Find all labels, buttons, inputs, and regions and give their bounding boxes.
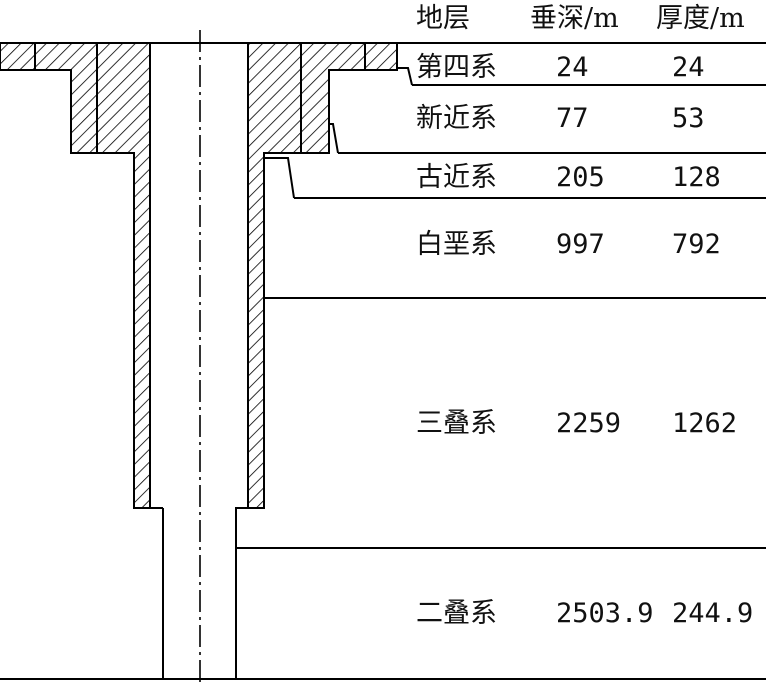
stratum-name: 第四系 [416, 52, 497, 83]
stratum-name: 二叠系 [416, 598, 497, 629]
stratum-row: 古近系 205 128 [416, 162, 721, 193]
stratum-row: 第四系 24 24 [416, 52, 705, 83]
stratum-thickness: 244.9 [672, 598, 753, 629]
stratum-thickness: 128 [672, 162, 721, 193]
leader-line-1 [395, 67, 413, 86]
open-hole-right-wall [235, 507, 264, 679]
stratum-row: 三叠系 2259 1262 [416, 408, 737, 439]
stratum-depth: 2503.9 [556, 598, 654, 629]
header-depth: 垂深/m [530, 3, 619, 34]
stratum-depth: 205 [556, 162, 605, 193]
stratum-thickness: 24 [672, 52, 705, 83]
stratum-row: 白垩系 997 792 [416, 229, 721, 260]
technical-casing-left [96, 42, 151, 509]
conductor-left-outer [0, 42, 36, 71]
stratum-depth: 24 [556, 52, 589, 83]
stratum-depth: 997 [556, 229, 605, 260]
stratum-depth: 77 [556, 103, 589, 134]
conductor-right-outer [364, 42, 398, 71]
stratum-thickness: 53 [672, 103, 705, 134]
surface-casing-right [300, 42, 366, 154]
header-stratum: 地层 [416, 3, 470, 34]
stratum-row: 新近系 77 53 [416, 103, 705, 134]
stratum-depth: 2259 [556, 408, 621, 439]
stratum-name: 新近系 [416, 103, 497, 134]
leader-line-3 [263, 157, 295, 199]
surface-casing-left [34, 42, 98, 154]
header-thickness: 厚度/m [656, 3, 745, 34]
stratum-name: 三叠系 [416, 408, 497, 439]
technical-casing-right [247, 42, 302, 509]
stratum-name: 白垩系 [416, 229, 497, 260]
stratum-row: 二叠系 2503.9 244.9 [416, 598, 753, 629]
stratum-thickness: 792 [672, 229, 721, 260]
stratum-name: 古近系 [416, 162, 497, 193]
stratum-thickness: 1262 [672, 408, 737, 439]
